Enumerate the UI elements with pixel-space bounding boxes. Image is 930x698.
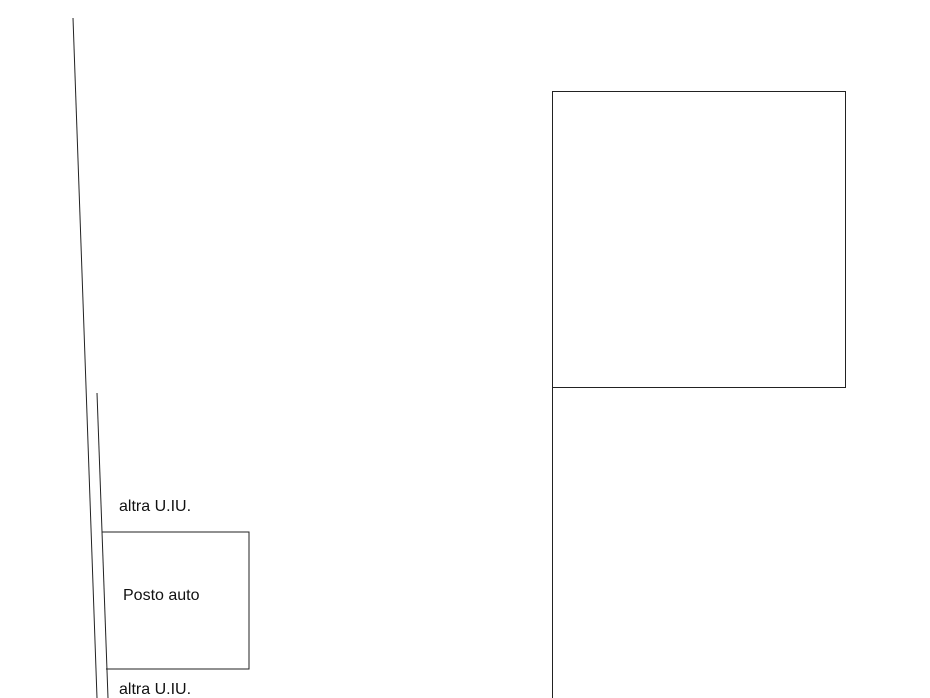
left-boundary-line: [72, 17, 98, 698]
parking-space-outline: [102, 531, 250, 670]
parking-space-label: Posto auto: [123, 587, 200, 604]
left-inner-boundary-line: [96, 392, 109, 698]
other-unit-top-label: altra U.IU.: [119, 498, 192, 515]
room-square-outline: [552, 91, 846, 388]
other-unit-bottom-label: altra U.IU.: [119, 681, 192, 698]
